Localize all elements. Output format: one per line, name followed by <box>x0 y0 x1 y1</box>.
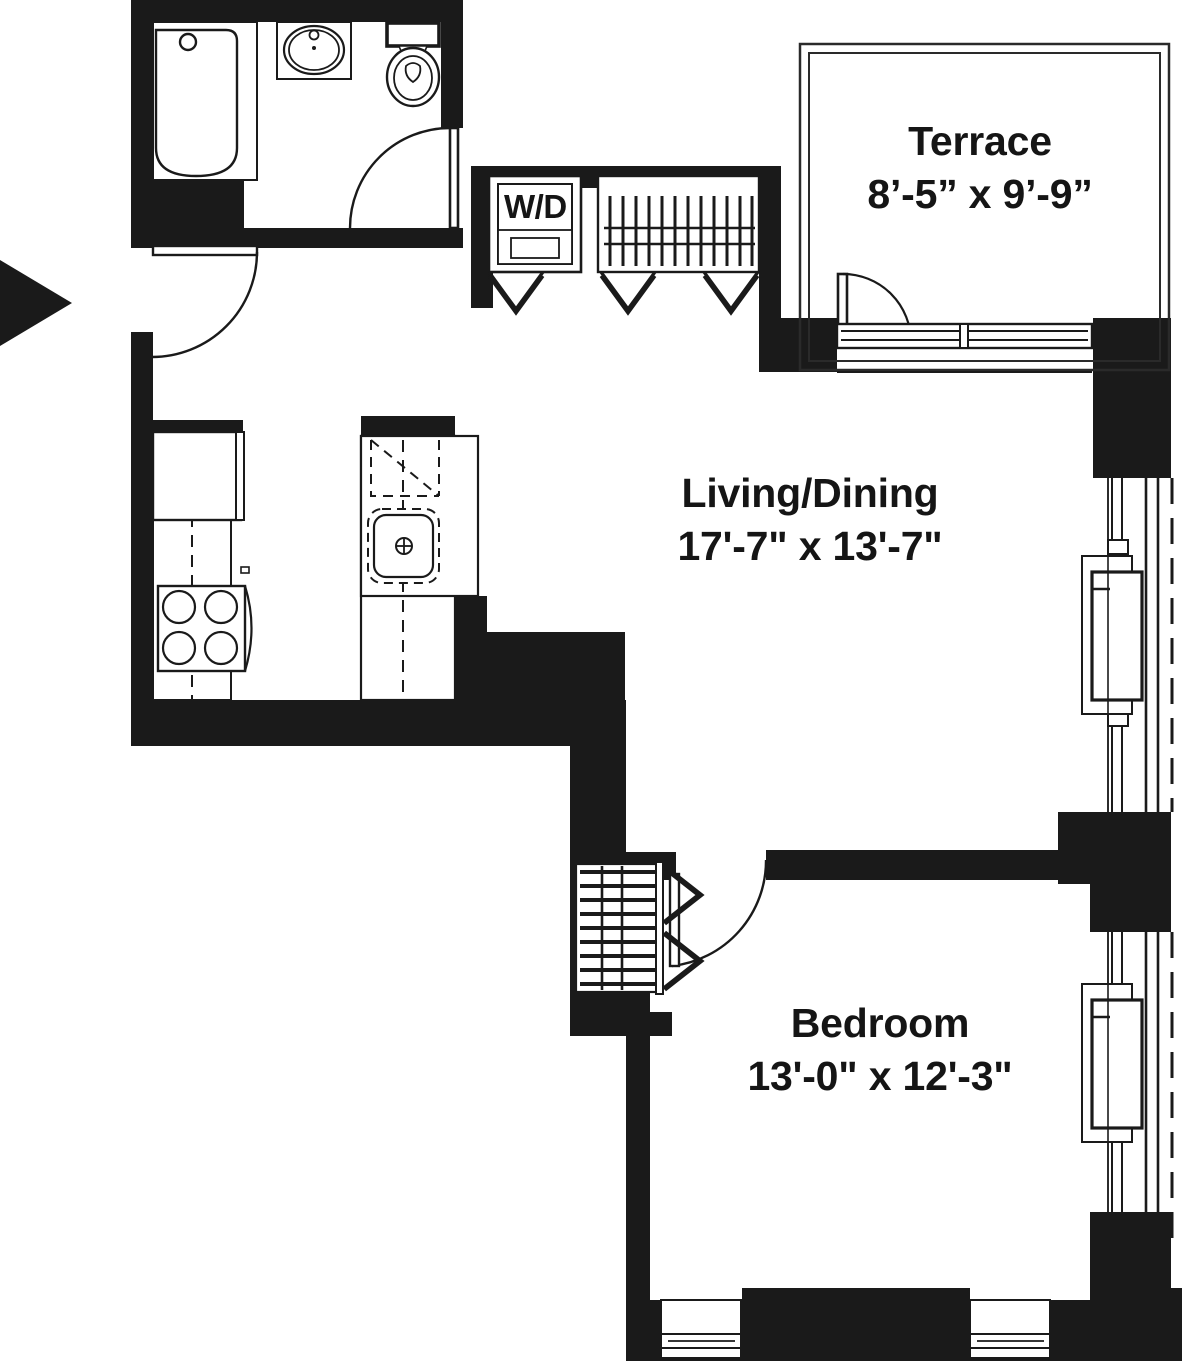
wall-bedroom-closet-left <box>570 700 626 856</box>
hall-closet-bifold-icon-left[interactable] <box>599 271 657 312</box>
wall-bath-right-upper <box>441 0 463 128</box>
bedroom-closet-bifold-icon-top[interactable] <box>660 864 701 926</box>
living-convector-inner <box>1090 570 1144 702</box>
living-window-wall <box>1081 478 1174 812</box>
room-label-bedroom: Bedroom 13'-0" x 12'-3" <box>700 1000 1060 1099</box>
wall-entry-jamb <box>131 332 153 358</box>
bathroom-door-leaf <box>448 126 460 230</box>
hall-closet-bifold-icon-right[interactable] <box>702 271 760 312</box>
wall-bedroom-south-pier <box>742 1288 970 1361</box>
entry-door-swing-arc <box>151 251 259 359</box>
wd-bifold-door-icon[interactable] <box>487 271 545 312</box>
laundry-closet <box>487 174 583 316</box>
wall-bedroom-west-2 <box>626 1012 672 1036</box>
bedroom-door-swing-arc <box>671 859 768 968</box>
wall-living-south-stepC <box>455 632 625 700</box>
bedroom-closet-shelf-icons <box>580 870 658 986</box>
bathroom-door-swing-arc <box>348 126 451 229</box>
bathroom-fixtures <box>152 21 441 181</box>
vanity-drain-icon <box>312 46 316 50</box>
dishwasher-diagonal-icon <box>370 439 440 497</box>
doors <box>151 126 913 968</box>
wall-pier-bedroom-bottom <box>1090 1212 1171 1322</box>
terrace-glazing <box>835 322 1094 373</box>
bedroom-south-windows <box>660 1299 1051 1359</box>
wall-closet-left <box>471 166 493 308</box>
dishwasher <box>370 440 440 497</box>
range-burner-1-icon <box>161 589 197 625</box>
bedroom-window-south-right-frame <box>969 1299 1051 1359</box>
range-burner-3-icon <box>161 630 197 666</box>
washer-dryer-drawer <box>510 237 560 259</box>
toilet-tank <box>385 21 441 48</box>
room-dimensions-bedroom: 13'-0" x 12'-3" <box>747 1052 1013 1099</box>
room-name-terrace: Terrace <box>908 118 1052 164</box>
bedroom-closet-door-track <box>655 861 664 995</box>
hall-closet-bifold-icon-right-2[interactable] <box>702 275 760 316</box>
bedroom-closet-bifold-icon-bottom-2[interactable] <box>664 930 705 992</box>
refrigerator-door <box>235 431 245 521</box>
living-window-mullion-top <box>1107 539 1129 555</box>
terrace-edge-inner <box>808 52 1161 362</box>
terrace-slider-mullion <box>959 323 969 349</box>
range-burner-4-icon <box>203 630 239 666</box>
wall-bedroom-north <box>766 850 1058 880</box>
room-dimensions-living-dining: 17'-7" x 13'-7" <box>677 522 943 569</box>
bathtub <box>154 28 239 178</box>
bedroom-convector-inner <box>1090 998 1144 1130</box>
bedroom-closet <box>574 861 705 995</box>
vanity-faucet-icon <box>308 29 320 41</box>
kitchen <box>151 430 480 702</box>
room-name-bedroom: Bedroom <box>790 1000 970 1046</box>
terrace-outline <box>798 42 1171 372</box>
bedroom-closet-bifold-icon-top-2[interactable] <box>664 864 705 926</box>
hall-closet <box>596 174 761 316</box>
hall-closet-hanger-icons <box>608 196 754 266</box>
entry-door-leaf <box>151 244 259 257</box>
entry-arrow-icon <box>0 260 72 346</box>
bedroom-window-south-left-frame <box>660 1299 742 1359</box>
wall-island-head <box>361 416 455 438</box>
wd-bifold-door-icon-2[interactable] <box>487 275 545 316</box>
wall-terrace-door-jamb <box>759 318 837 372</box>
refrigerator-handle-icon <box>240 566 250 574</box>
wall-pier-living-bedroom-2 <box>1090 812 1171 932</box>
washer-dryer-label: W/D <box>504 188 567 225</box>
wall-bedroom-west <box>626 1012 650 1342</box>
range-burner-2-icon <box>203 589 239 625</box>
wall-left-exterior <box>131 352 153 744</box>
wall-bath-bottom-2 <box>131 228 463 248</box>
refrigerator <box>151 430 243 522</box>
bathtub-drain-icon <box>178 32 198 52</box>
room-label-living-dining: Living/Dining 17'-7" x 13'-7" <box>620 470 1000 569</box>
wall-closet-right <box>759 166 781 320</box>
bedroom-closet-bifold-icon-bottom[interactable] <box>660 930 701 992</box>
room-label-terrace: Terrace 8’-5” x 9’-9” <box>790 118 1170 217</box>
toilet-flapper-icon <box>404 62 422 84</box>
wall-living-south-stepB <box>131 700 625 746</box>
room-dimensions-terrace: 8’-5” x 9’-9” <box>867 170 1093 217</box>
terrace-edge-outer <box>798 42 1171 372</box>
room-name-living-dining: Living/Dining <box>681 470 939 516</box>
wall-bath-top <box>131 0 461 22</box>
range-front-bow <box>243 585 253 672</box>
bedroom-window-wall <box>1081 932 1174 1240</box>
hall-closet-bifold-icon-left-2[interactable] <box>599 275 657 316</box>
wall-pier-terrace-living <box>1093 318 1171 478</box>
hall-closet-floor <box>596 174 761 274</box>
